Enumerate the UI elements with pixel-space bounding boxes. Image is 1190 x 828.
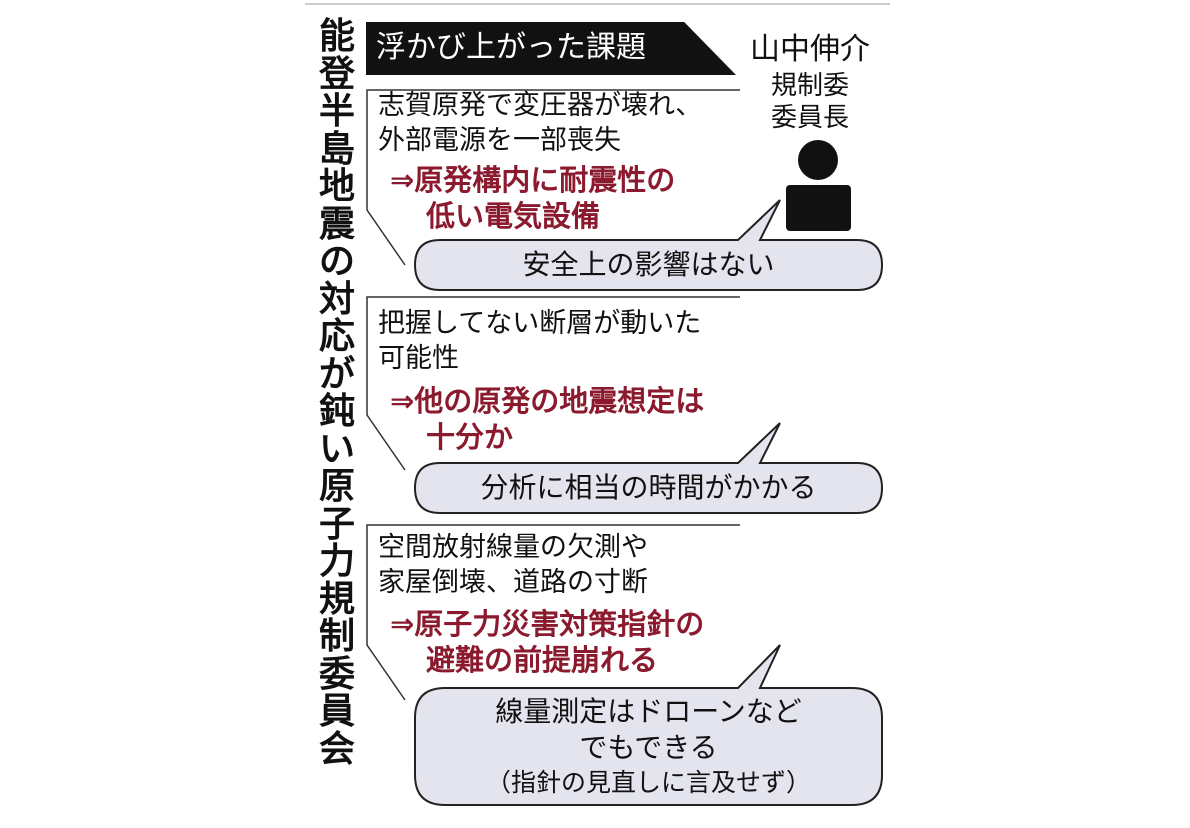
issue-2-description: 把握してない断層が動いた 可能性 xyxy=(378,306,701,376)
issue-3-consequence: ⇒原子力災害対策指針の 避難の前提崩れる xyxy=(390,606,704,678)
issue-3-bracket xyxy=(366,524,740,701)
person-role: 規制委 委員長 xyxy=(745,70,875,134)
issue-1-response: 安全上の影響はない xyxy=(522,248,775,281)
role-line-1: 規制委 xyxy=(770,71,849,101)
issue-2-bracket xyxy=(366,296,740,471)
response-note: （指針の見直しに言及せず） xyxy=(485,768,811,797)
issue-1-consequence: ⇒原発構内に耐震性の 低い電気設備 xyxy=(390,162,675,234)
line: 志賀原発で変圧器が壊れ、 xyxy=(378,90,703,121)
person-name: 山中伸介 xyxy=(750,32,870,67)
vertical-title: 能登半島地震の対応が鈍い原子力規制委員会 xyxy=(318,16,355,770)
line: 低い電気設備 xyxy=(426,199,601,233)
line: 空間放射線量の欠測や xyxy=(378,532,648,563)
speech-bubble-2 xyxy=(413,422,884,514)
line: 線量測定はドローンなど xyxy=(495,695,802,728)
line: ⇒原発構内に耐震性の xyxy=(390,163,676,197)
line: 可能性 xyxy=(378,343,459,374)
issue-1-bracket xyxy=(366,89,740,266)
speech-bubble-3 xyxy=(414,644,883,806)
header-banner: 浮かび上がった課題 xyxy=(366,22,736,75)
issue-3-description: 空間放射線量の欠測や 家屋倒壊、道路の寸断 xyxy=(378,530,648,600)
line: 十分か xyxy=(426,420,514,454)
speech-bubble-1 xyxy=(413,199,884,291)
line: ⇒原子力災害対策指針の xyxy=(390,607,705,641)
role-line-2: 委員長 xyxy=(770,103,849,133)
issue-2-response: 分析に相当の時間がかかる xyxy=(480,471,817,504)
issue-1-description: 志賀原発で変圧器が壊れ、 外部電源を一部喪失 xyxy=(378,88,702,158)
issue-3-response: 線量測定はドローンなど でもできる （指針の見直しに言及せず） xyxy=(415,694,882,800)
issue-2-consequence: ⇒他の原発の地震想定は 十分か xyxy=(390,383,704,455)
line: 家屋倒壊、道路の寸断 xyxy=(378,567,648,598)
person-silhouette-icon xyxy=(786,140,851,231)
line: ⇒他の原発の地震想定は xyxy=(390,384,705,418)
line: 把握してない断層が動いた xyxy=(378,308,702,339)
line: でもできる xyxy=(579,731,718,764)
header-text: 浮かび上がった課題 xyxy=(376,30,646,65)
line: 外部電源を一部喪失 xyxy=(378,125,621,156)
line: 避難の前提崩れる xyxy=(426,643,659,677)
top-divider xyxy=(305,3,890,5)
